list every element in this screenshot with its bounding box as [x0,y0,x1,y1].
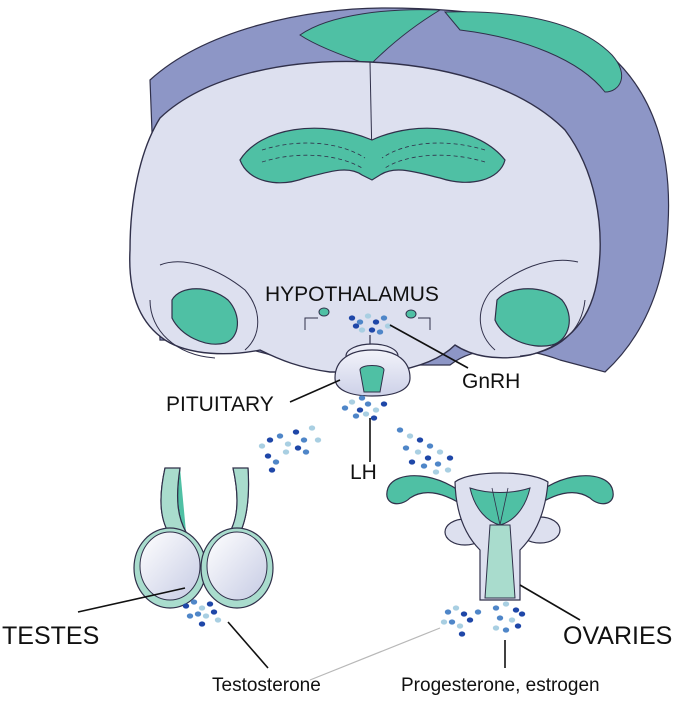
hormone-dot [258,443,266,449]
hormone-dot [202,613,210,619]
hypothalamus-label: HYPOTHALAMUS [265,283,439,306]
hormone-dot [284,441,292,447]
hormone-dot [376,329,384,335]
hormone-dot [508,617,516,623]
hormone-dot [492,605,500,611]
hormone-dot [358,327,366,333]
hormone-dot [408,459,416,465]
hormone-dot [372,319,380,325]
testes-label: TESTES [2,622,100,650]
hypothalamic-nucleus-left [318,307,330,317]
hormone-dot [190,599,198,605]
hormone-dot [348,315,356,321]
hormone-dot [300,437,308,443]
hormone-dot [460,611,468,617]
hormone-dot [214,617,222,623]
hormone-dot [436,449,444,455]
hormone-dot [514,623,522,629]
hormone-dot [314,437,322,443]
hormone-dot [348,399,356,405]
hormone-dot [194,611,202,617]
hormone-dot [364,313,372,319]
pituitary-gland [334,335,411,397]
hormone-dot [356,319,364,325]
hormone-dot [420,463,428,469]
hormone-dot [502,601,510,607]
hormone-dot [474,609,482,615]
hormone-dot [492,625,500,631]
hormone-dot [384,323,392,329]
hormone-dot [364,401,372,407]
hormone-dot [352,413,360,419]
uterus-ovaries [386,472,614,601]
hormone-dot [444,609,452,615]
hormone-dot [424,455,432,461]
hormone-dot [352,323,360,329]
hormone-dot [448,619,456,625]
hormone-dot [452,605,460,611]
hormone-dot [466,617,474,623]
female-hormones-label: Progesterone, estrogen [401,675,600,696]
hormone-dot [444,467,452,473]
hormone-dot [198,605,206,611]
hormone-dot [266,437,274,443]
hormone-dot [440,619,448,625]
hormone-dot [396,427,404,433]
hormone-dot [458,631,466,637]
hormone-dot [496,615,504,621]
hormone-dot [518,611,526,617]
hormone-dot [292,429,300,435]
hormone-dot [272,459,280,465]
hormone-dot [362,411,370,417]
hormone-dot [308,425,316,431]
brain-front-face [129,60,601,373]
hormone-dot [368,327,376,333]
brain-right-accent [443,11,623,93]
hormone-dot [456,623,464,629]
testosterone-label: Testosterone [212,675,321,696]
hormone-molecules [182,313,526,637]
hormone-dot [432,469,440,475]
hormone-dot [426,443,434,449]
hormone-dot [268,467,276,473]
hormone-dot [434,461,442,467]
hormone-dot [372,407,380,413]
brain-top-accent [299,9,442,66]
hormone-dot [294,445,302,451]
pituitary-label: PITUITARY [166,393,274,416]
corpus-callosum [239,127,506,184]
hormone-dot [210,609,218,615]
hormone-dot [341,405,349,411]
hormone-dot [282,449,290,455]
hormone-dot [206,601,214,607]
hormone-dot [358,395,366,401]
hormone-dot [380,401,388,407]
ovaries-label: OVARIES [563,622,673,650]
hormone-dot [302,449,310,455]
hormone-dot [182,603,190,609]
hormone-dot [406,433,414,439]
hormone-dot [414,449,422,455]
hormone-dot [380,315,388,321]
left-temporal-accent [171,288,238,345]
hormone-dot [198,621,206,627]
hormone-dot [446,455,454,461]
hormone-dot [512,607,520,613]
testes [133,467,274,609]
hypothalamic-nucleus-right [405,309,417,319]
leader-lines [77,324,581,681]
hormone-dot [502,627,510,633]
brain [129,7,670,373]
hormone-dot [276,433,284,439]
lh-label: LH [350,461,377,484]
hormone-dot [370,415,378,421]
hormone-dot [402,445,410,451]
gnrh-label: GnRH [462,370,521,393]
right-temporal-accent [494,288,570,347]
hormone-dot [186,613,194,619]
hormone-dot [264,453,272,459]
hormone-dot [416,437,424,443]
hormone-dot [356,407,364,413]
